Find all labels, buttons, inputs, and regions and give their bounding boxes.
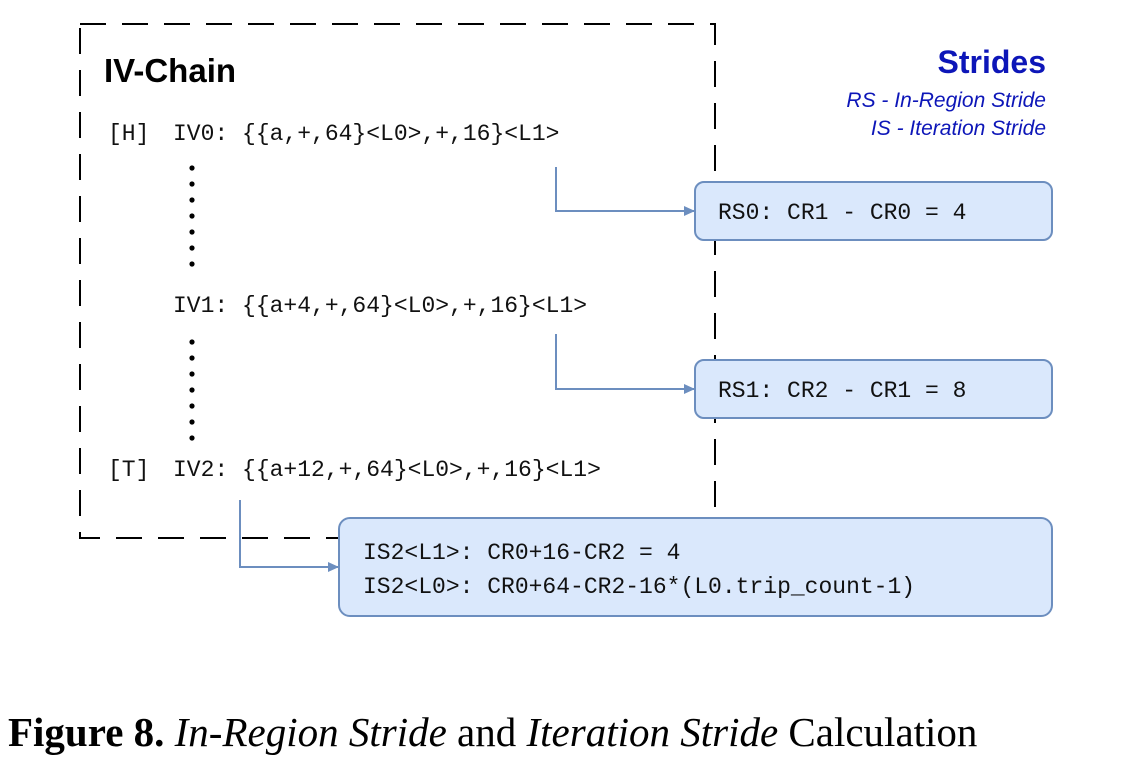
arrow-iv2-to-is2 (239, 500, 339, 572)
caption-calculation: Calculation (778, 709, 978, 755)
vertical-ellipsis-1 (189, 165, 195, 267)
is2-l1-text: IS2<L1>: CR0+16-CR2 = 4 (363, 540, 680, 566)
rs0-box (694, 181, 1053, 241)
caption-in-region-stride: In-Region Stride (174, 709, 447, 755)
rs1-text: RS1: CR2 - CR1 = 8 (718, 378, 966, 404)
iv1-expression: IV1: {{a+4,+,64}<L0>,+,16}<L1> (173, 293, 587, 319)
iv-chain-title: IV-Chain (104, 52, 236, 89)
legend-is: IS - Iteration Stride (871, 117, 1046, 140)
caption-iteration-stride: Iteration Stride (526, 709, 779, 755)
arrow-iv0-to-rs0 (555, 167, 695, 216)
caption-figure-label: Figure 8. (8, 709, 165, 755)
iv0-marker: [H] (108, 121, 149, 147)
legend-rs: RS - In-Region Stride (846, 89, 1046, 112)
rs0-text: RS0: CR1 - CR0 = 4 (718, 200, 966, 226)
figure-caption: Figure 8. In-Region Stride and Iteration… (8, 708, 1138, 756)
legend-title: Strides (938, 44, 1046, 80)
caption-and: and (446, 709, 527, 755)
vertical-ellipsis-2 (189, 339, 195, 441)
is2-box (338, 517, 1053, 617)
iv-chain-container (79, 23, 716, 539)
iv2-expression: IV2: {{a+12,+,64}<L0>,+,16}<L1> (173, 457, 601, 483)
iv2-marker: [T] (108, 457, 149, 483)
is2-l0-text: IS2<L0>: CR0+64-CR2-16*(L0.trip_count-1) (363, 574, 915, 600)
iv0-expression: IV0: {{a,+,64}<L0>,+,16}<L1> (173, 121, 559, 147)
arrow-iv1-to-rs1 (555, 334, 695, 394)
rs1-box (694, 359, 1053, 419)
